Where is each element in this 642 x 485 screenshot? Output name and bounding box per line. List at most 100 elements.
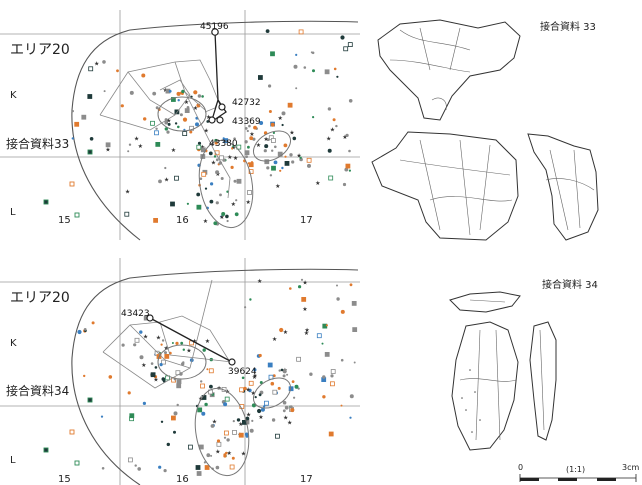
artifact-marker: [159, 363, 163, 367]
artifact-marker: [295, 53, 298, 57]
artifact-marker: [225, 214, 229, 219]
artifact-marker: ★: [205, 338, 210, 345]
artifact-marker: [322, 395, 326, 399]
artifact-marker: [200, 380, 203, 383]
area-boundary: [71, 20, 359, 241]
artifact-marker: ★: [186, 348, 191, 355]
artifact-marker: [87, 397, 93, 403]
artifact-marker: [281, 123, 284, 127]
artifact-marker: [195, 122, 199, 127]
artifact-marker: [134, 464, 137, 467]
artifact-marker: [312, 116, 315, 119]
artifact-marker: [201, 411, 206, 416]
artifact-marker: [220, 177, 224, 180]
artifact-marker: [220, 215, 223, 218]
artifact-marker: [282, 374, 286, 378]
artifact-marker: [251, 419, 254, 422]
artifact-marker: [292, 136, 297, 141]
area-boundary: [71, 268, 359, 485]
artifact-marker: [164, 351, 167, 355]
artifact-marker: [342, 182, 347, 187]
artifact-marker: [327, 148, 332, 153]
grid-col-label: 15: [58, 215, 71, 226]
artifact-marker: [150, 362, 154, 365]
stone-tool-drawing: [377, 19, 521, 121]
artifact-marker: [330, 369, 336, 374]
artifact-marker: [127, 150, 130, 153]
artifact-marker: [244, 140, 248, 144]
drawing-label: 接合資料 34: [542, 278, 598, 291]
artifact-marker: [155, 106, 159, 110]
artifact-marker: [336, 75, 339, 78]
artifact-marker: [204, 465, 210, 470]
artifact-marker: [166, 442, 170, 447]
artifact-id-label: 39624: [228, 367, 257, 377]
artifact-marker: ★: [141, 362, 146, 369]
artifact-marker: [264, 144, 269, 149]
artifact-marker: [249, 428, 254, 433]
scale-bar-end: 3cm: [622, 463, 639, 472]
artifact-marker: [340, 35, 345, 40]
artifact-marker: [204, 187, 208, 190]
artifact-marker: [164, 353, 170, 359]
artifact-marker: [328, 431, 334, 437]
artifact-marker: [336, 297, 340, 301]
artifact-marker: [260, 407, 265, 412]
artifact-marker: [284, 155, 287, 158]
artifact-marker: [352, 327, 358, 333]
artifact-marker: ★: [166, 118, 171, 125]
artifact-marker: [201, 171, 207, 177]
artifact-marker: [277, 386, 281, 390]
artifact-marker: ★: [143, 333, 148, 340]
artifact-marker: ★: [296, 153, 301, 160]
artifact-marker: [196, 192, 201, 197]
artifact-marker: [272, 374, 276, 378]
artifact-marker: [321, 342, 324, 345]
artifact-marker: [284, 405, 289, 410]
artifact-marker: [195, 465, 201, 470]
artifact-marker: [288, 386, 294, 392]
artifact-marker: [180, 341, 184, 345]
artifact-marker: [128, 143, 132, 146]
artifact-marker: ★: [304, 330, 309, 337]
artifact-marker: [257, 408, 262, 414]
artifact-marker: [300, 278, 304, 281]
artifact-marker: ★: [302, 280, 307, 287]
artifact-marker: [226, 190, 229, 193]
refit-lines-dark: [149, 317, 233, 363]
artifact-marker: [176, 91, 181, 96]
artifact-marker: ★: [156, 334, 161, 341]
artifact-marker: [202, 348, 206, 352]
artifact-marker: [244, 306, 247, 309]
artifact-marker: [177, 125, 180, 129]
artifact-marker: [216, 439, 221, 443]
artifact-marker: [176, 383, 182, 389]
artifact-marker: [273, 160, 278, 165]
artifact-marker: [274, 433, 280, 439]
artifact-marker: ★: [302, 306, 307, 313]
artifact-marker: [196, 471, 202, 476]
artifact-marker: [263, 149, 267, 153]
artifact-marker: [258, 353, 262, 358]
artifact-marker: ★: [227, 154, 232, 161]
artifact-marker: [189, 130, 193, 134]
artifact-marker: ★: [275, 183, 280, 190]
artifact-marker: ★: [184, 99, 189, 106]
artifact-marker: [245, 435, 249, 438]
artifact-marker: [164, 127, 168, 131]
artifact-marker: [289, 405, 293, 409]
artifact-marker: [244, 126, 248, 130]
artifact-marker: [231, 456, 235, 460]
artifact-marker: [248, 124, 251, 128]
artifact-marker: [290, 407, 295, 413]
artifact-marker: [270, 381, 275, 386]
artifact-marker: [206, 368, 209, 371]
artifact-drawing-34: [449, 291, 557, 451]
artifact-marker: [269, 174, 273, 177]
artifact-marker: [272, 131, 275, 134]
distribution-map-bottom: エリア20 K 接合資料34 L 15 16 17 ★★★★★★★★★★★★★★…: [0, 258, 360, 485]
artifact-marker: [210, 424, 215, 428]
artifact-marker: [43, 447, 49, 453]
artifact-marker: [259, 390, 264, 395]
artifact-marker: ★: [249, 131, 254, 138]
